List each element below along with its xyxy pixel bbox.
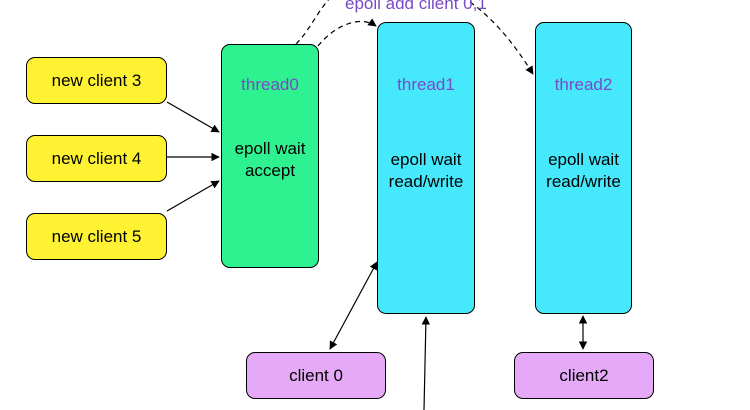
thread0-line2: accept: [244, 161, 296, 180]
thread2-box: thread2 epoll wait read/write: [535, 22, 632, 314]
thread1-title: thread1: [397, 75, 455, 94]
new-client-4-label: new client 4: [51, 148, 142, 168]
dashed-arrow-thread0-to-thread1: [295, 0, 330, 45]
thread0-box: thread0 epoll wait accept: [221, 44, 319, 268]
arrow-client5-to-thread0: [166, 180, 220, 212]
new-client-3-label: new client 3: [51, 70, 142, 90]
thread2-line2: read/write: [546, 172, 621, 191]
client-0-box: client 0: [246, 352, 386, 399]
thread1-line2: read/write: [388, 172, 464, 191]
dashed-arrow-to-thread2: [469, 1, 534, 75]
thread1-body: epoll wait read/write: [378, 149, 474, 193]
new-client-5-box: new client 5: [26, 213, 167, 260]
new-client-4-box: new client 4: [26, 135, 167, 182]
thread2-title: thread2: [554, 75, 613, 94]
arrow-client0-thread1: [329, 261, 378, 350]
edge-label-epoll-add: epoll add client 0,1: [345, 0, 487, 13]
thread0-line1: epoll wait: [234, 139, 306, 158]
thread1-box: thread1 epoll wait read/write: [377, 22, 475, 314]
new-client-5-label: new client 5: [51, 226, 142, 246]
thread1-line1: epoll wait: [390, 150, 462, 169]
arrow-client3-to-thread0: [166, 101, 220, 133]
arrow-bottom-to-thread1: [421, 316, 431, 410]
thread2-body: epoll wait read/write: [536, 149, 631, 193]
thread0-body: epoll wait accept: [222, 138, 318, 182]
thread2-line1: epoll wait: [548, 150, 619, 169]
new-client-3-box: new client 3: [26, 57, 167, 104]
dashed-arrow-thread0-to-thread1-b: [317, 18, 377, 47]
thread0-title: thread0: [241, 75, 299, 94]
client-0-label: client 0: [289, 365, 343, 385]
client-2-label: client2: [559, 365, 609, 385]
client-2-box: client2: [514, 352, 654, 399]
